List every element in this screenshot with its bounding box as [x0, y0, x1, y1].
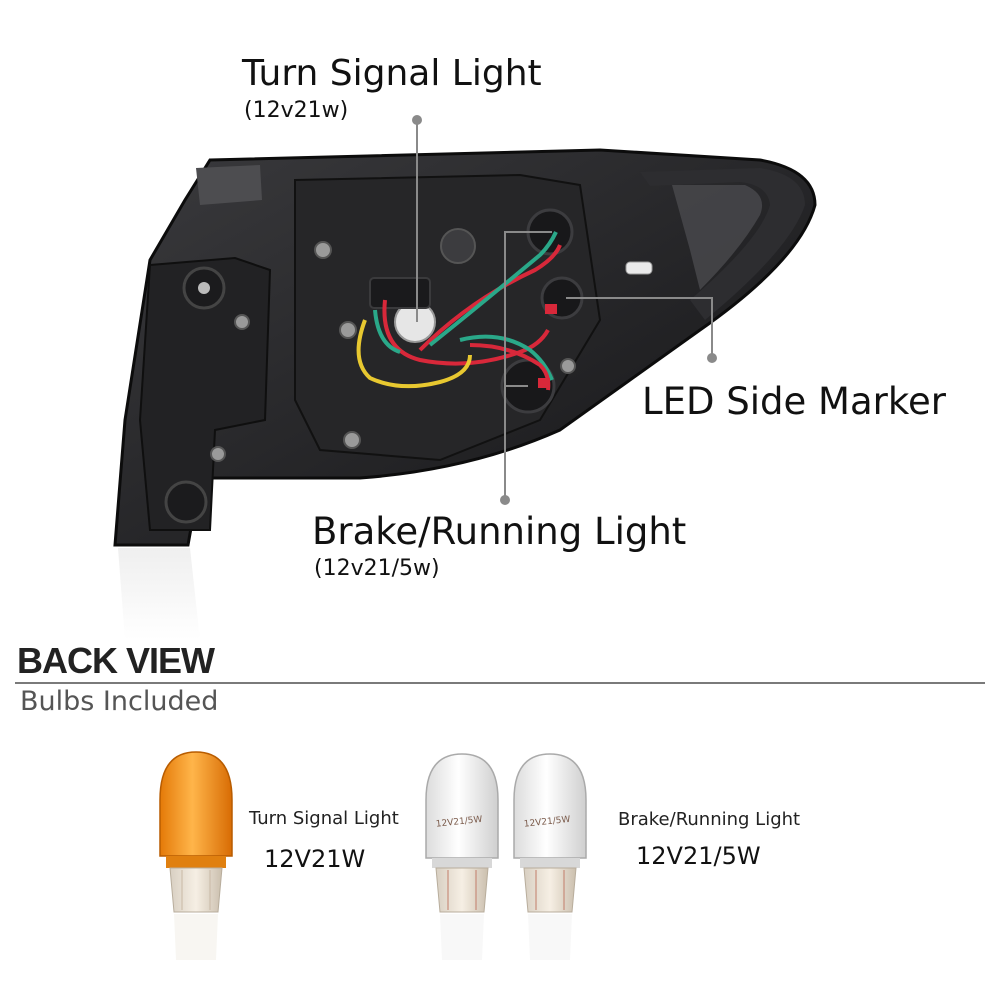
turn-signal-callout-title: Turn Signal Light: [242, 53, 542, 94]
clear-bulb-icon: 12V21/5W: [513, 753, 587, 960]
bulb-rating-turn-signal: 12V21W: [264, 845, 366, 873]
bulb-etched-text: 12V21/5W: [435, 815, 483, 830]
section-subheading: Bulbs Included: [20, 686, 219, 717]
bulb-label-brake-running: Brake/Running Light: [618, 809, 801, 830]
turn-signal-callout-spec: (12v21w): [244, 98, 349, 123]
section-divider: [15, 682, 985, 684]
bulb-label-turn-signal: Turn Signal Light: [249, 808, 399, 829]
tail-light-housing: [113, 148, 817, 640]
bulb-etched-text: 12V21/5W: [523, 815, 571, 830]
brake-running-callout-title: Brake/Running Light: [312, 510, 687, 553]
section-heading: BACK VIEW: [17, 640, 215, 681]
amber-bulb-icon: [159, 751, 233, 960]
led-side-marker-callout-title: LED Side Marker: [642, 380, 946, 423]
brake-running-callout-spec: (12v21/5w): [314, 556, 440, 581]
bulb-rating-brake-running: 12V21/5W: [636, 842, 761, 870]
callout-leaders: [412, 115, 717, 505]
clear-bulb-icon: 12V21/5W: [425, 753, 499, 960]
